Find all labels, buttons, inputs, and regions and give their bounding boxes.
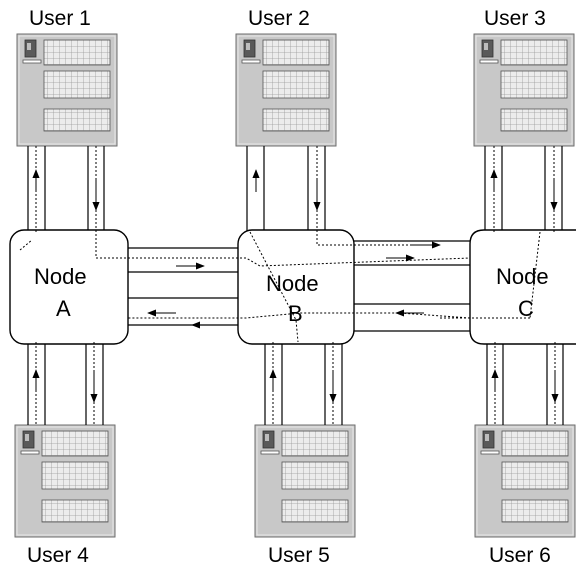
node-a-label-line2: A (56, 296, 71, 321)
direction-arrows (32, 169, 559, 403)
user-3-label: User 3 (484, 7, 546, 30)
user-5-computer (254, 424, 356, 538)
node-b: Node B (237, 229, 355, 345)
user-2-computer (235, 33, 337, 147)
user-1-computer (16, 33, 118, 147)
node-b-label-line1: Node (266, 271, 319, 296)
user-1-label: User 1 (29, 7, 91, 30)
node-a-label-line1: Node (34, 264, 87, 289)
user-2-label: User 2 (248, 7, 310, 30)
user-6-label: User 6 (489, 544, 551, 566)
node-b-label-line2: B (288, 301, 303, 326)
access-links (27, 146, 564, 425)
user-4-computer (14, 424, 116, 538)
user-6-computer (474, 424, 576, 538)
node-c-label-line2: C (518, 296, 534, 321)
user-3-computer (473, 33, 575, 147)
trunk-links (128, 240, 470, 332)
user-5-label: User 5 (268, 544, 330, 566)
node-c: Node C (469, 229, 576, 345)
node-c-label-line1: Node (496, 264, 549, 289)
node-a: Node A (9, 229, 129, 345)
user-4-label: User 4 (27, 544, 89, 566)
